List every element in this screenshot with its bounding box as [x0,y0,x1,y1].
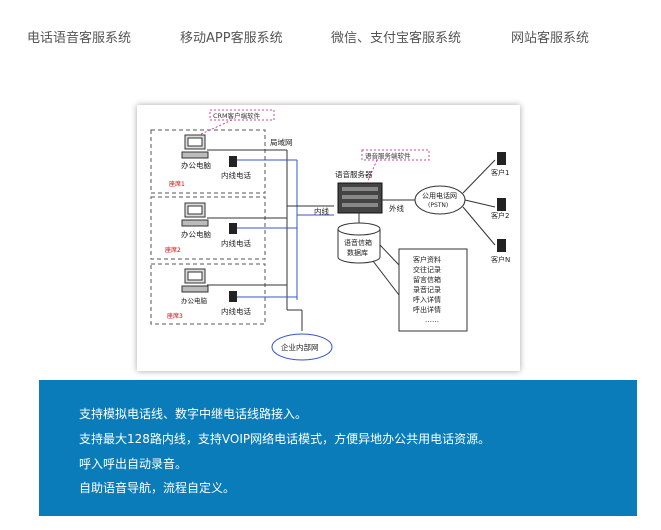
enterprise-net-cloud [271,333,333,361]
phone-icon [497,239,506,252]
tab-phone-voice[interactable]: 电话语音客服系统 [27,31,132,46]
server-software-callout [361,149,430,161]
database-label-1: 语音信箱 [344,238,372,247]
seat1-label: 座席1 [169,180,185,188]
system-diagram: CRM客户端软件 办公电脑 内线电话 座席1 办公电脑 内线电话 座席2 办公电… [137,105,520,371]
record-item: 留言信箱 [413,275,441,284]
database-icon [337,229,381,264]
office-pc-label: 办公电脑 [181,296,208,305]
feature-item: 自助语音导航，流程自定义。 [79,481,236,495]
feature-item: 支持模拟电话线、数字中继电话线路接入。 [79,407,308,421]
pstn-cloud [414,185,466,215]
record-item: 客户资料 [413,255,441,264]
crm-callout-box [209,109,275,121]
inner-phone-label: 内线电话 [221,170,251,180]
customer1-label: 客户1 [491,168,509,177]
crm-software-label: CRM客户端软件 [213,111,261,120]
inner-phone-label: 内线电话 [221,238,251,248]
feature-item: 呼入呼出自动录音。 [79,457,188,471]
phone-icon [497,152,506,165]
database-label-2: 数据库 [347,248,368,257]
seat2-label: 座席2 [165,246,181,254]
office-pc-label: 办公电脑 [181,229,211,239]
pstn-sub-label: (PSTN) [428,202,448,209]
inner-line-label: 内线 [314,206,329,216]
seat1-box [150,129,266,194]
enterprise-net-label: 企业内部网 [281,342,319,352]
seat3-box [150,263,266,325]
inner-phone-label: 内线电话 [221,306,251,316]
record-item: 交往记录 [413,265,441,274]
diagram-svg: CRM客户端软件 办公电脑 内线电话 座席1 办公电脑 内线电话 座席2 办公电… [150,109,510,361]
phone-icon [497,198,506,211]
crm-callout-line [198,119,233,136]
phone-icon [229,156,237,167]
seat3-label: 座席3 [167,312,183,320]
voice-server-label: 语音服务器 [335,169,373,179]
record-item: …… [425,316,439,324]
features-panel: 支持模拟电话线、数字中继电话线路接入。 支持最大128路内线，支持VOIP网络电… [39,380,637,516]
tab-bar: 电话语音客服系统 移动APP客服系统 微信、支付宝客服系统 网站客服系统 [0,0,661,70]
feature-item: 支持最大128路内线，支持VOIP网络电话模式，方便异地办公共用电话资源。 [79,432,491,446]
voice-server-software-label: 语音服务端软件 [365,151,411,160]
customerN-label: 客户N [491,255,510,264]
record-item: 录音记录 [413,285,441,294]
record-item: 呼入详情 [413,295,441,304]
seat2-box [150,196,266,260]
records-box [398,248,468,332]
customer2-label: 客户2 [491,211,509,220]
outer-line-label: 外线 [389,203,404,213]
phone-icon [229,223,237,234]
office-pc-label: 办公电脑 [181,160,211,170]
tab-wechat-alipay[interactable]: 微信、支付宝客服系统 [331,31,462,46]
phone-icon [229,291,237,302]
tab-website[interactable]: 网站客服系统 [511,31,590,46]
pstn-label: 公用电话网 [422,191,457,200]
record-item: 呼出详情 [413,305,441,314]
lan-label: 局域网 [270,137,293,147]
tab-mobile-app[interactable]: 移动APP客服系统 [180,31,283,46]
